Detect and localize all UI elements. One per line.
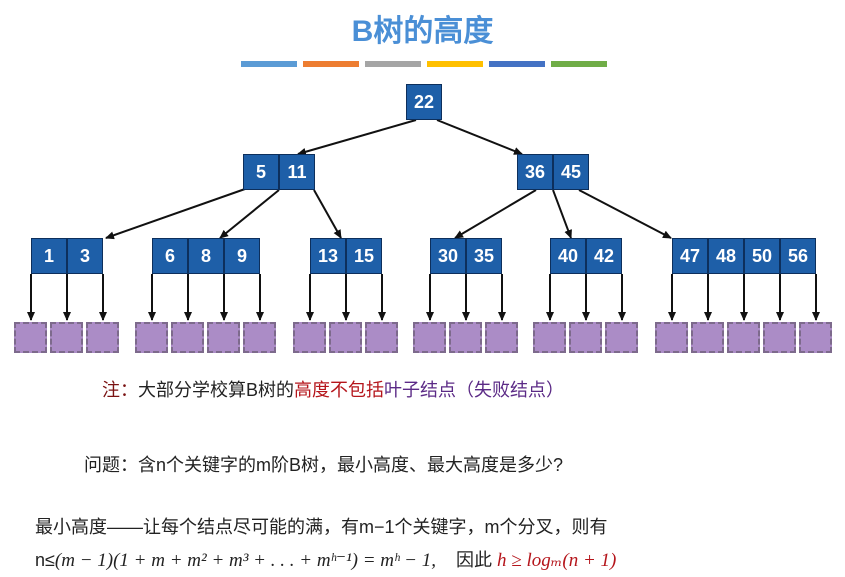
leaf-node [569,322,602,353]
leaf-node [799,322,832,353]
leaf-node [14,322,47,353]
answer-so: 因此 [456,550,493,570]
leaf-node [655,322,688,353]
title-color-bar [427,61,483,67]
leaf-node [727,322,760,353]
tree-key: 50 [744,238,780,274]
tree-key: 11 [279,154,315,190]
leaf-node [365,322,398,353]
title-color-bar [241,61,297,67]
tree-edge [578,189,672,239]
answer-result: h ≥ logₘ(n + 1) [497,550,617,571]
tree-key: 3 [67,238,103,274]
title-color-bar [489,61,545,67]
b-tree-diagram [27,119,820,321]
tree-key: 35 [466,238,502,274]
tree-edge [552,189,572,239]
tree-key: 13 [310,238,346,274]
tree-key: 56 [780,238,816,274]
note-text-1: 大部分学校算B树的 [138,380,295,400]
tree-key: 42 [586,238,622,274]
note-text: 注：大部分学校算B树的高度不包括叶子结点（失败结点） [102,376,564,402]
tree-key: 36 [517,154,553,190]
question-text: 问题：含n个关键字的m阶B树，最小高度、最大高度是多少? [84,455,564,475]
leaf-node [413,322,446,353]
leaf-node [763,322,796,353]
leaf-node [50,322,83,353]
title-color-bar [303,61,359,67]
tree-key: 30 [430,238,466,274]
answer-line-2: n≤(m − 1)(1 + m + m² + m³ + . . . + mʰ⁻¹… [35,546,616,572]
leaf-node [485,322,518,353]
tree-edge [313,189,342,239]
leaf-node [86,322,119,353]
leaf-node [449,322,482,353]
leaf-node [605,322,638,353]
tree-key: 45 [553,154,589,190]
leaf-node [293,322,326,353]
leaf-node [691,322,724,353]
tree-key: 6 [152,238,188,274]
tree-key: 40 [550,238,586,274]
answer-n-leq: n≤ [35,550,55,570]
note-prefix: 注： [102,380,138,400]
tree-key: 22 [406,84,442,120]
leaf-node [533,322,566,353]
leaf-node [171,322,204,353]
title-color-bars [241,61,607,67]
tree-edge [297,119,417,156]
tree-edge [454,189,537,239]
tree-key: 47 [672,238,708,274]
title-color-bar [551,61,607,67]
tree-edge [436,119,523,155]
answer-line-1: 最小高度——让每个结点尽可能的满，有m−1个关键字，m个分叉，则有 [35,517,608,537]
leaf-node [329,322,362,353]
tree-edge [105,188,246,240]
tree-key: 8 [188,238,224,274]
leaf-node [243,322,276,353]
tree-key: 1 [31,238,67,274]
tree-edge [219,189,280,239]
title-color-bar [365,61,421,67]
leaf-node [207,322,240,353]
note-text-3: 叶子结点（失败结点） [384,380,565,400]
tree-key: 9 [224,238,260,274]
tree-key: 15 [346,238,382,274]
leaf-node [135,322,168,353]
note-text-2: 高度不包括 [294,380,385,400]
answer-formula: (m − 1)(1 + m + m² + m³ + . . . + mʰ⁻¹) … [54,550,436,571]
tree-key: 5 [243,154,279,190]
tree-key: 48 [708,238,744,274]
page-title: B树的高度 [351,15,494,48]
